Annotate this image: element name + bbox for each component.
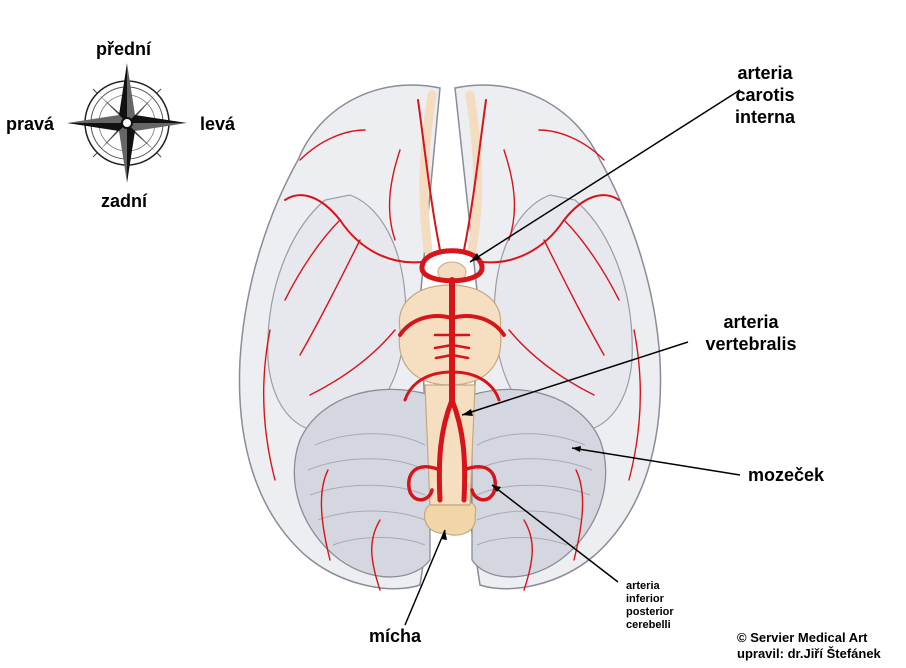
arrowhead bbox=[441, 530, 447, 540]
cortical-branch bbox=[543, 239, 605, 356]
cerebellar-folium bbox=[307, 458, 426, 471]
pointer-line-mozecek bbox=[571, 447, 741, 476]
compass-rose bbox=[67, 63, 187, 183]
right-cerebellum bbox=[471, 388, 607, 578]
superior-cerebellar-right bbox=[450, 370, 501, 402]
cortical-branch bbox=[628, 329, 641, 481]
label-line: cerebelli bbox=[626, 619, 671, 631]
spinal-cord bbox=[423, 502, 477, 536]
compass-center bbox=[121, 117, 133, 129]
label-micha: mícha bbox=[369, 626, 422, 646]
label-arteria-inferior-posterior-cerebelli: arteria inferior posterior cerebelli bbox=[626, 580, 674, 632]
compass-north-point bbox=[127, 63, 135, 123]
pointer-line-vertebralis bbox=[461, 341, 689, 416]
label-mozecek: mozeček bbox=[748, 465, 825, 485]
cortical-branch bbox=[299, 129, 366, 161]
cortical-branch bbox=[503, 149, 516, 241]
compass-east-point bbox=[127, 115, 187, 123]
label-line: vertebralis bbox=[705, 334, 797, 354]
compass-left-label: levá bbox=[200, 114, 236, 134]
compass-front-label: přední bbox=[96, 39, 152, 59]
left-olfactory-tract bbox=[419, 90, 437, 255]
anterior-cerebral-left bbox=[417, 99, 441, 251]
label-line: inferior bbox=[626, 593, 664, 605]
compass-south-point bbox=[119, 123, 127, 183]
compass-west-point bbox=[67, 115, 127, 123]
cerebellar-folium bbox=[332, 537, 426, 546]
arrowhead bbox=[492, 485, 501, 492]
label-line: carotis bbox=[735, 85, 795, 105]
arrowhead bbox=[572, 446, 581, 452]
cerebellum bbox=[293, 388, 607, 578]
cortical-branch bbox=[508, 329, 595, 396]
label-arteria-carotis-interna: arteria carotis interna bbox=[720, 62, 810, 128]
label-line: arteria bbox=[723, 312, 779, 332]
circle-of-willis bbox=[419, 248, 485, 284]
pica-left bbox=[407, 465, 442, 502]
credit-line: © Servier Medical Art bbox=[737, 630, 868, 645]
anterior-cerebral-right bbox=[463, 99, 487, 251]
pointer-line-micha bbox=[404, 529, 446, 626]
label-arteria-vertebralis: arteria vertebralis bbox=[692, 311, 810, 355]
compass-right-label: pravá bbox=[6, 114, 55, 134]
cortical-branch bbox=[309, 329, 396, 396]
left-cerebellum bbox=[293, 388, 431, 578]
cortical-branch bbox=[320, 469, 331, 561]
cerebellar-folium bbox=[476, 458, 593, 471]
label-line: posterior bbox=[626, 606, 674, 618]
pointer-arrowheads bbox=[441, 253, 581, 540]
cortical-branch bbox=[538, 129, 605, 161]
pontine-branch bbox=[433, 333, 471, 360]
credits: © Servier Medical Art upravil: dr.Jiří Š… bbox=[737, 630, 881, 662]
cerebellar-folium bbox=[476, 433, 586, 446]
compass-back-label: zadní bbox=[101, 191, 148, 211]
arrowhead bbox=[462, 409, 473, 416]
pointer-line-pica bbox=[491, 484, 619, 583]
posterior-cerebral-left bbox=[398, 314, 454, 337]
arrowhead bbox=[470, 253, 480, 262]
cortical-branch bbox=[263, 329, 276, 481]
pointer-lines bbox=[404, 89, 741, 626]
compass-west-point bbox=[67, 123, 127, 131]
pica-right bbox=[462, 465, 497, 502]
label-line: interna bbox=[734, 107, 795, 127]
cerebellar-folium bbox=[314, 433, 426, 446]
compass-east-point bbox=[127, 123, 187, 131]
cerebellar-folium bbox=[476, 537, 568, 546]
pointer-line-carotis bbox=[469, 89, 741, 263]
credit-line: upravil: dr.Jiří Štefánek bbox=[737, 646, 881, 661]
vertebral-artery-right bbox=[449, 397, 468, 503]
cortical-branch bbox=[523, 519, 533, 591]
cortical-branch bbox=[299, 239, 361, 356]
compass-north-point bbox=[119, 63, 127, 123]
cerebellar-folium bbox=[317, 510, 426, 521]
cortical-branch bbox=[573, 469, 584, 561]
vertebral-artery-left bbox=[436, 397, 455, 503]
cortical-branch bbox=[284, 219, 341, 301]
cortical-branch bbox=[388, 149, 401, 241]
label-line: arteria bbox=[737, 63, 793, 83]
superior-cerebellar-left bbox=[403, 370, 454, 402]
cerebellar-folium bbox=[476, 484, 591, 496]
label-line: arteria bbox=[626, 580, 660, 592]
cerebellar-folium bbox=[476, 510, 583, 521]
cortical-branch bbox=[563, 219, 620, 301]
arteries bbox=[263, 99, 641, 591]
compass-south-point bbox=[127, 123, 135, 183]
posterior-cerebral-right bbox=[450, 314, 506, 337]
cortical-branch bbox=[371, 519, 381, 591]
